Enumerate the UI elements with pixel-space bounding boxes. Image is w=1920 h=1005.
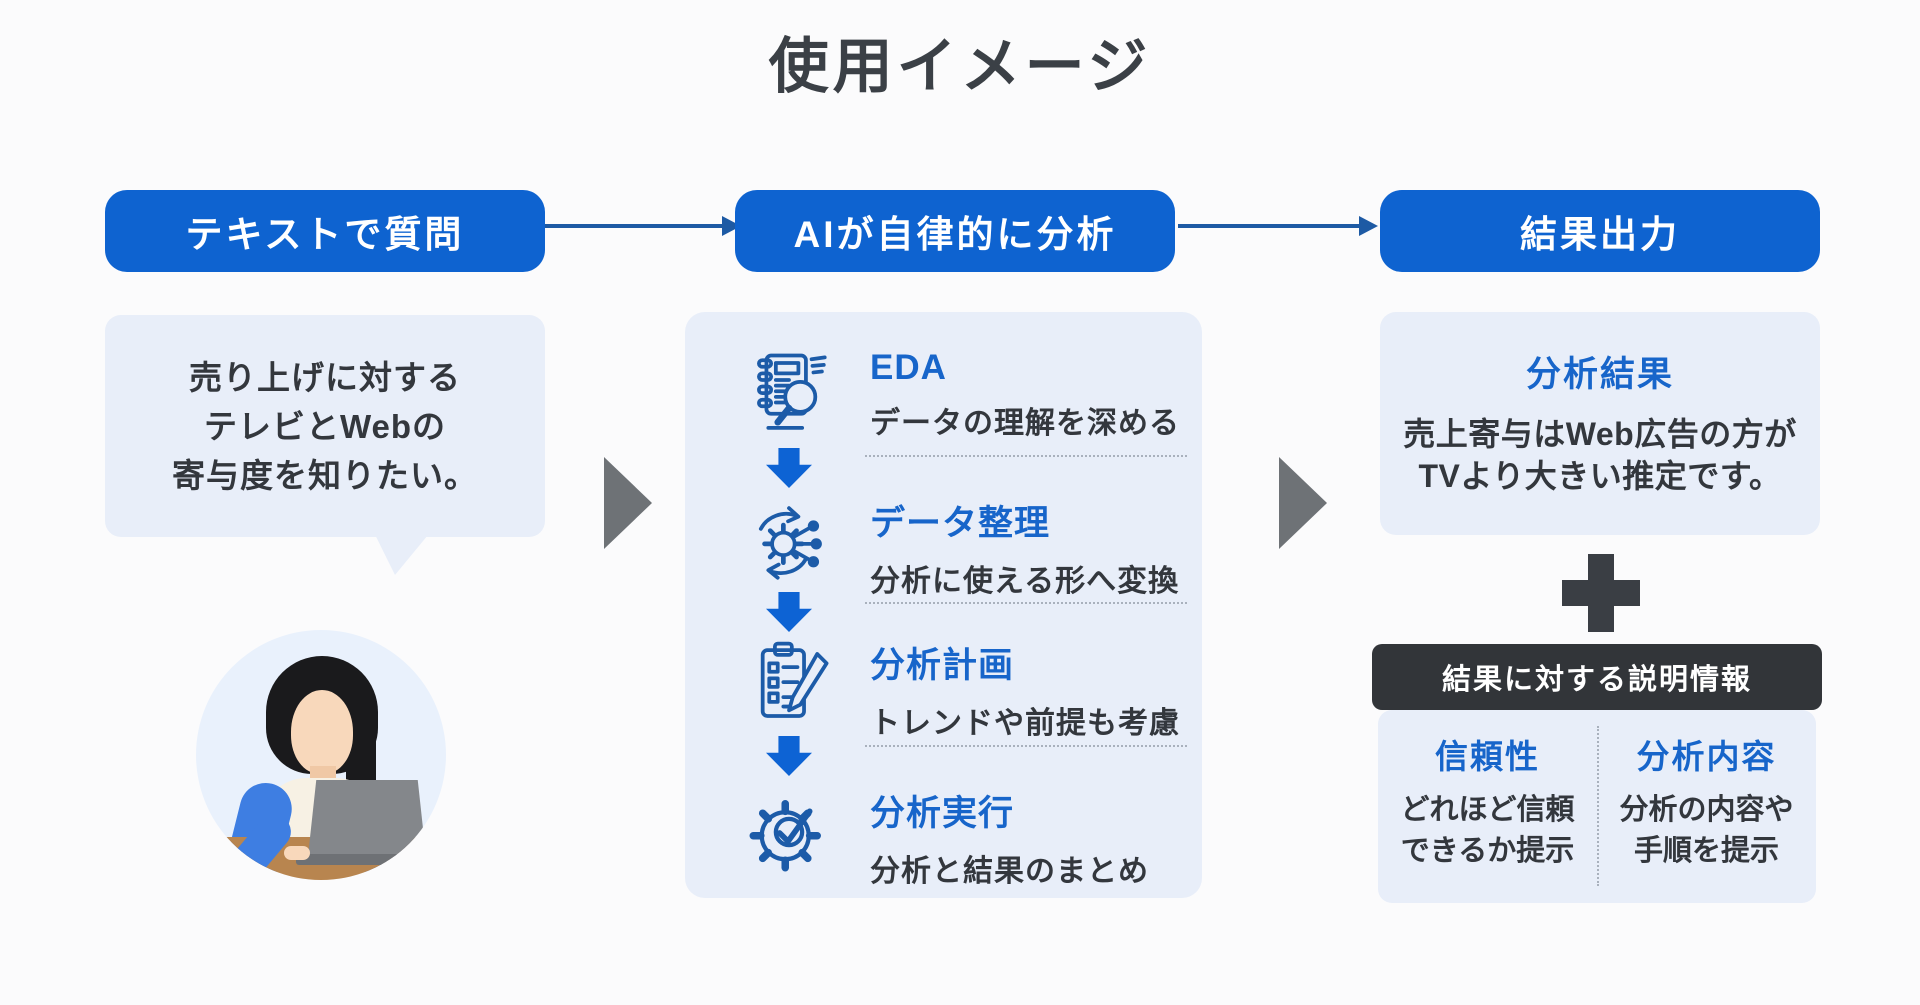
right-arrow-icon — [1178, 216, 1378, 236]
step-title: 分析計画 — [870, 646, 1015, 685]
bubble-tail — [375, 535, 428, 575]
down-arrow-icon — [766, 592, 812, 632]
result-line: TVより大きい推定です。 — [1418, 458, 1782, 494]
step-header-input: テキストで質問 — [105, 190, 545, 272]
flow-triangle-icon — [604, 457, 652, 549]
plus-icon — [1562, 554, 1640, 632]
clipboard-pencil-icon — [742, 637, 836, 731]
result-line: 売上寄与はWeb広告の方が — [1403, 416, 1797, 452]
person-face — [291, 690, 353, 774]
step-title: EDA — [870, 348, 947, 387]
person-hand — [284, 846, 310, 860]
laptop-base — [296, 854, 432, 865]
result-title: 分析結果 — [1525, 355, 1674, 394]
step-divider — [865, 455, 1187, 457]
explanation-item-title: 分析内容 — [1636, 738, 1777, 775]
step-desc: データの理解を深める — [870, 407, 1180, 440]
notebook-magnifier-icon — [742, 348, 836, 442]
laptop-screen — [308, 780, 426, 856]
analysis-panel: EDA データの理解を深める — [685, 312, 1202, 898]
question-line: テレビとWebの — [203, 407, 447, 445]
down-arrow-icon — [766, 448, 812, 488]
explanation-item-content: 分析内容 分析の内容や 手順を提示 — [1597, 710, 1816, 903]
result-panel: 分析結果 売上寄与はWeb広告の方が TVより大きい推定です。 — [1380, 312, 1820, 535]
right-arrow-icon — [545, 216, 741, 236]
down-arrow-icon — [766, 736, 812, 776]
explanation-item-reliability: 信頼性 どれほど信頼 できるか提示 — [1378, 710, 1597, 903]
person-at-laptop-illustration — [196, 630, 446, 880]
explanation-item-line: 手順を提示 — [1633, 835, 1779, 867]
explanation-divider — [1597, 726, 1599, 886]
explanation-item-line: 分析の内容や — [1619, 794, 1794, 826]
explanation-header: 結果に対する説明情報 — [1372, 644, 1822, 710]
question-line: 寄与度を知りたい。 — [172, 456, 478, 494]
step-title: 分析実行 — [870, 794, 1015, 833]
step-title: データ整理 — [870, 504, 1051, 543]
page-title: 使用イメージ — [768, 33, 1152, 100]
question-bubble: 売り上げに対する テレビとWebの 寄与度を知りたい。 — [105, 315, 545, 537]
step-divider — [865, 602, 1187, 604]
step-desc: 分析と結果のまとめ — [870, 855, 1149, 888]
explanation-panel: 信頼性 どれほど信頼 できるか提示 分析内容 分析の内容や 手順を提示 — [1378, 710, 1816, 903]
explanation-item-line: できるか提示 — [1400, 835, 1575, 867]
gear-sync-icon — [742, 495, 836, 589]
flow-triangle-icon — [1279, 457, 1327, 549]
step-divider — [865, 745, 1187, 747]
step-desc: 分析に使える形へ変換 — [870, 565, 1180, 598]
step-header-output: 結果出力 — [1380, 190, 1820, 272]
step-header-analysis: AIが自律的に分析 — [735, 190, 1175, 272]
explanation-item-line: どれほど信頼 — [1400, 794, 1575, 826]
gear-check-icon — [742, 785, 836, 879]
explanation-item-title: 信頼性 — [1435, 738, 1540, 775]
step-desc: トレンドや前提も考慮 — [870, 707, 1180, 740]
question-line: 売り上げに対する — [189, 358, 461, 396]
